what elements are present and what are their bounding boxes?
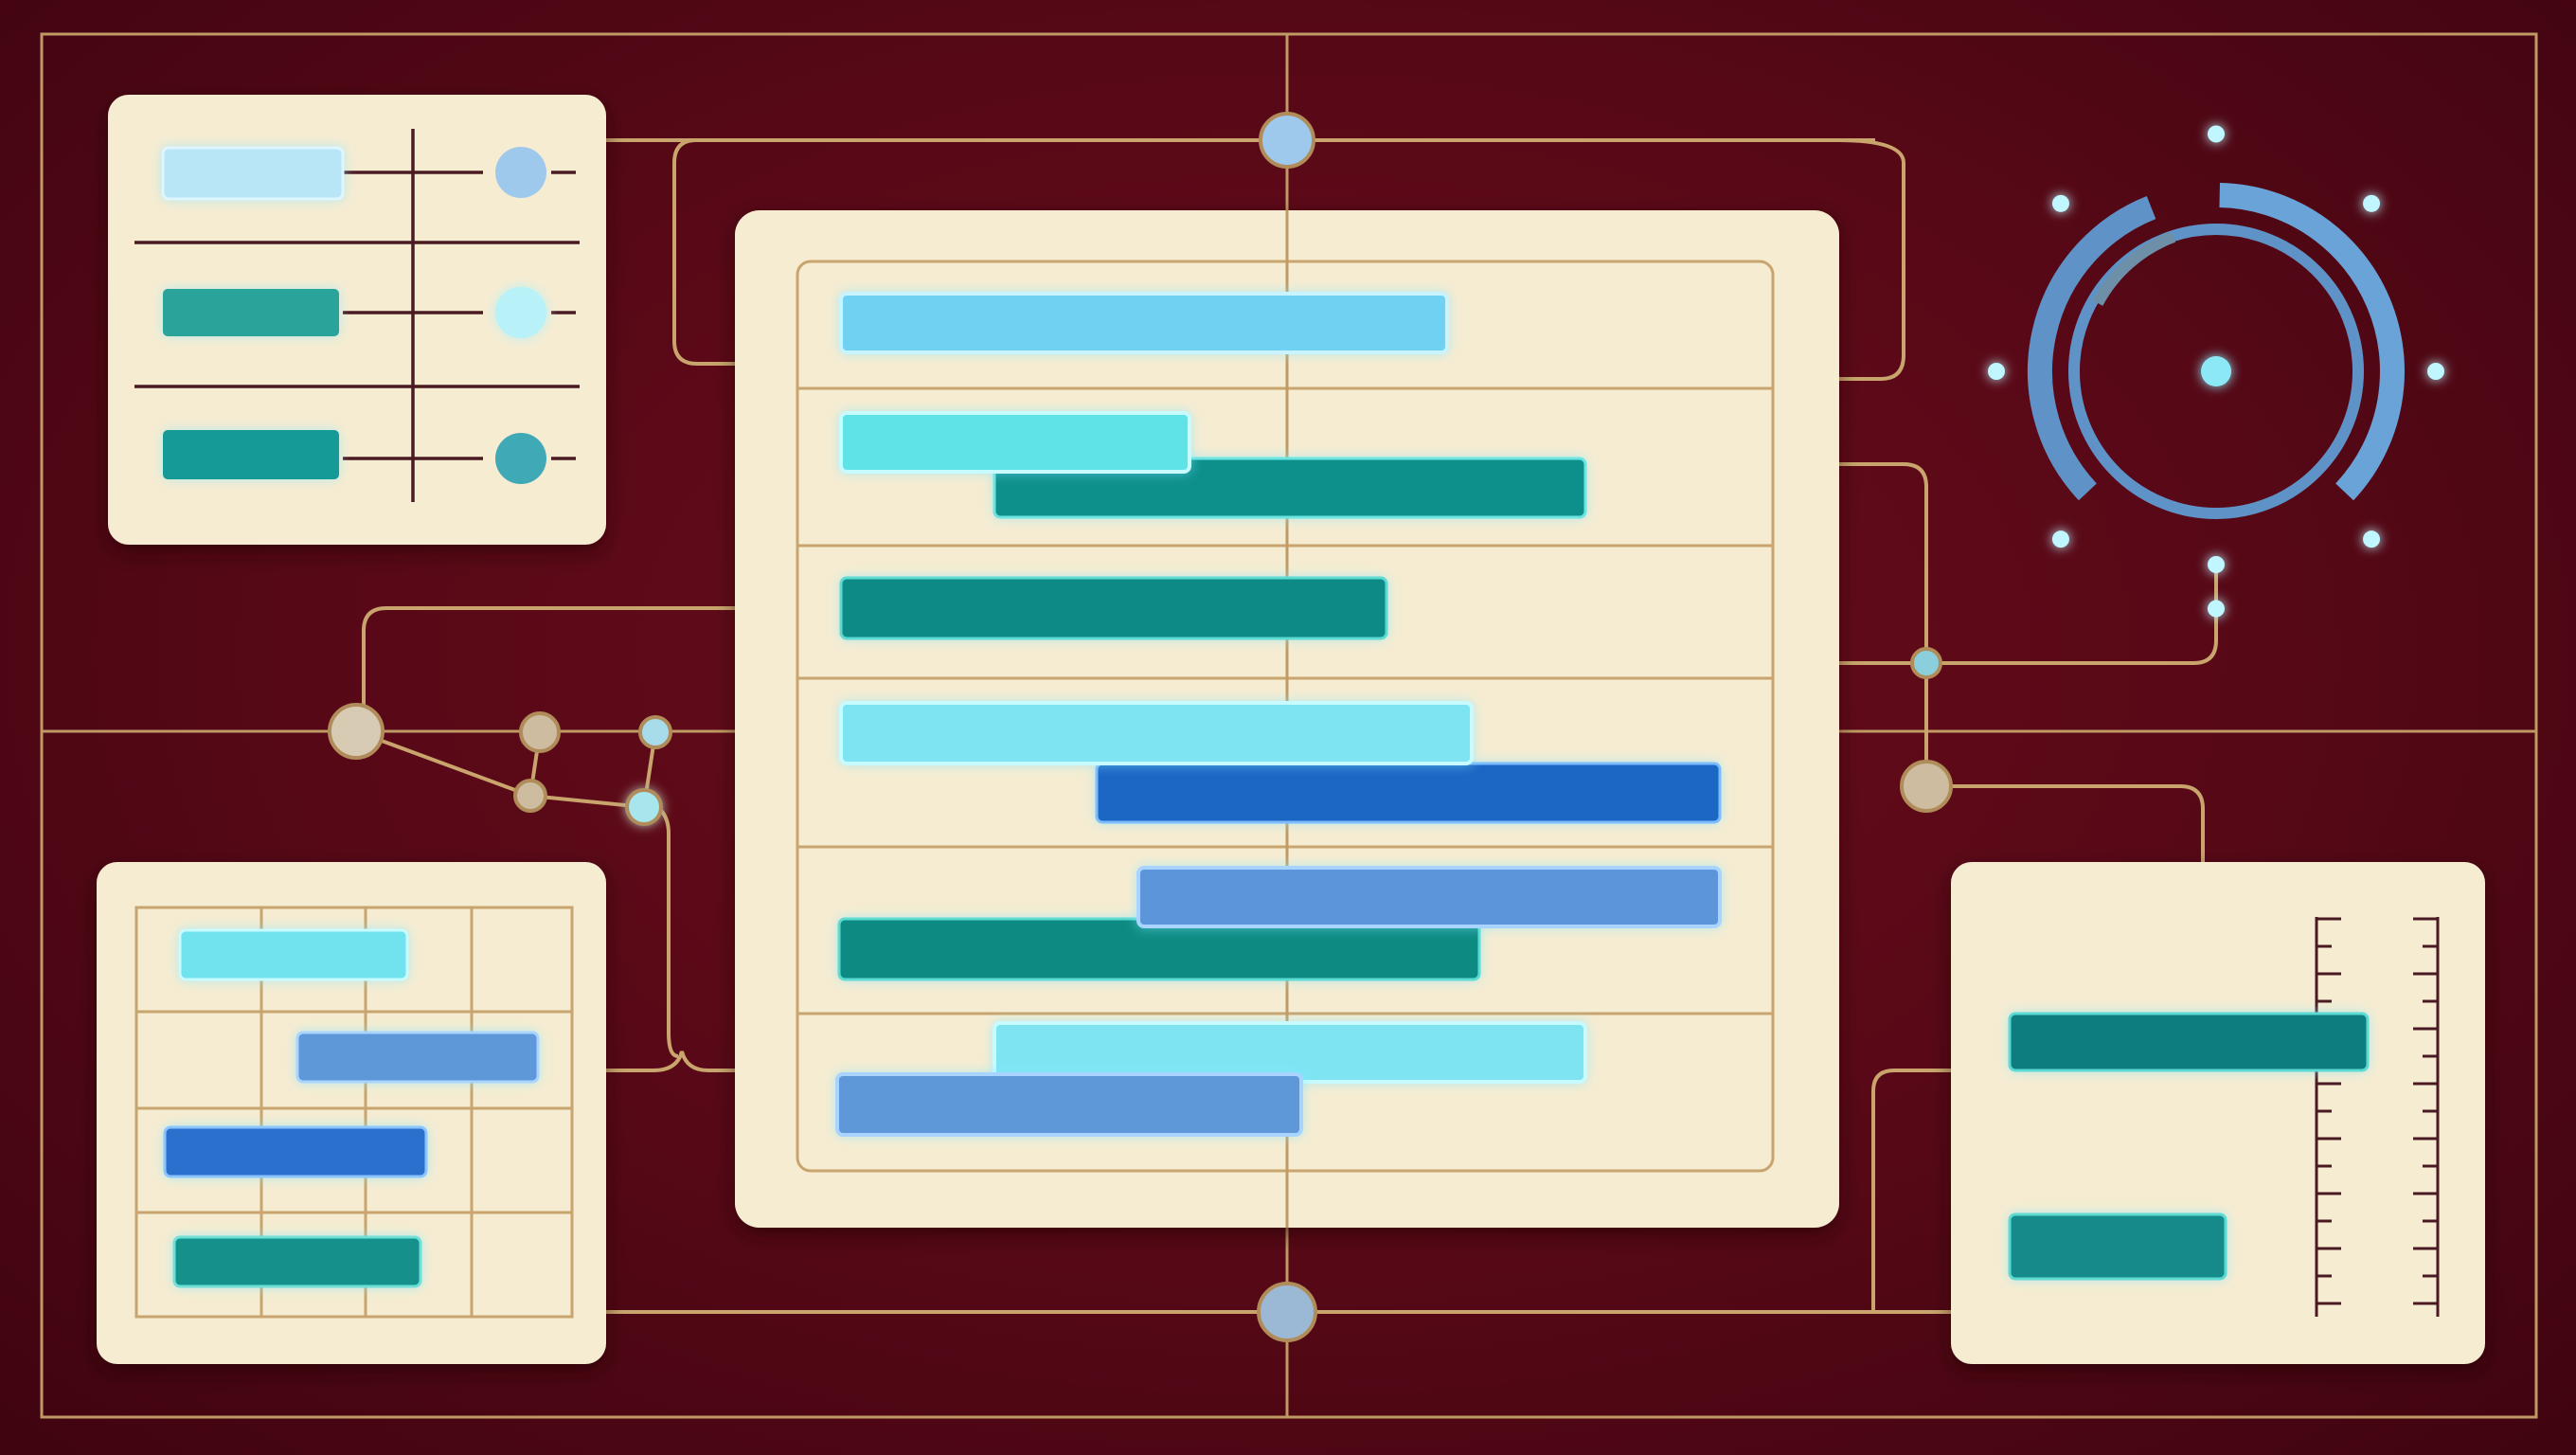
ring-gauge-icon xyxy=(1988,125,2444,618)
comparison-bar-1 xyxy=(2008,1012,2370,1072)
comparison-bar-2 xyxy=(2008,1212,2227,1281)
glow-dot-icon xyxy=(2051,194,2069,212)
hub-node-left xyxy=(328,703,385,760)
gantt-bar-10 xyxy=(835,1072,1303,1137)
mini-gantt-bar-4 xyxy=(172,1235,422,1288)
gantt-bar-8 xyxy=(1136,866,1722,928)
legend-dot-3 xyxy=(495,433,546,484)
panel-bottom-left xyxy=(97,862,606,1364)
panel-bottom-right xyxy=(1951,862,2485,1364)
network-node-4 xyxy=(625,788,663,826)
legend-dot-1 xyxy=(495,147,546,198)
network-node-3 xyxy=(513,779,547,813)
mini-gantt-bar-3 xyxy=(163,1125,428,1178)
glow-dot-icon xyxy=(2363,530,2381,548)
glow-dot-icon xyxy=(2051,530,2069,548)
legend-bar-2 xyxy=(163,289,339,336)
gantt-bar-6 xyxy=(839,701,1474,765)
gantt-bar-3 xyxy=(839,411,1191,474)
glow-dot-icon xyxy=(2208,125,2225,143)
legend-bar-1 xyxy=(161,146,345,201)
hub-node-right xyxy=(1900,760,1953,813)
hub-nodes xyxy=(328,112,1953,1342)
glow-dot-icon xyxy=(2208,600,2225,618)
glow-dot-icon xyxy=(2427,363,2444,380)
hub-node-bottom xyxy=(1257,1282,1317,1342)
gauge-center-dot xyxy=(2201,356,2231,386)
glow-dot-icon xyxy=(2363,194,2381,212)
gantt-bar-4 xyxy=(839,576,1388,640)
mini-gantt-bar-1 xyxy=(178,928,409,981)
glow-dot-icon xyxy=(2208,556,2225,573)
panel-central-gantt xyxy=(735,210,1839,1228)
legend-dot-2 xyxy=(495,287,546,338)
glow-dot-icon xyxy=(1988,363,2005,380)
gantt-bar-1 xyxy=(839,292,1449,354)
mini-gantt-bar-2 xyxy=(295,1031,540,1084)
hub-node-right-small xyxy=(1910,647,1942,679)
hub-node-top xyxy=(1259,112,1315,169)
network-node-2 xyxy=(638,715,672,749)
network-node-1 xyxy=(519,711,561,753)
gantt-bar-5 xyxy=(1095,762,1722,824)
legend-bar-3 xyxy=(163,430,339,479)
connector-lines xyxy=(355,138,2218,1314)
panel-top-left xyxy=(108,95,606,545)
